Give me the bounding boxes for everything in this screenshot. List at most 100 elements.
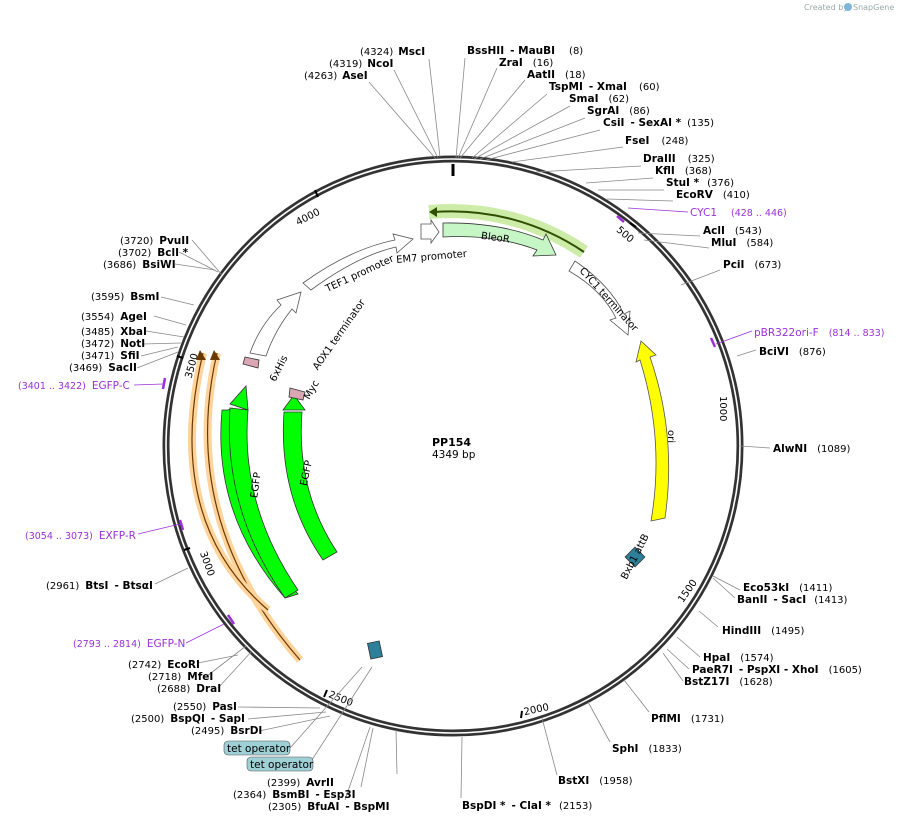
tet-operator-box-1[interactable] <box>223 740 291 756</box>
tet-operator-marker[interactable] <box>366 640 384 660</box>
cyc1-terminator-label: CYC1 terminator <box>577 266 641 335</box>
svg-text:4000: 4000 <box>294 207 322 228</box>
bxb1-attb-feature[interactable] <box>624 546 646 568</box>
enzyme-kflI[interactable]: KflI(368) <box>655 165 712 177</box>
enzyme-bclI[interactable]: (3702)BclI * <box>118 247 189 259</box>
enzyme-sgrAI[interactable]: SgrAI(86) <box>587 105 650 117</box>
primer-mark-exfp-r <box>178 519 185 531</box>
enzyme-pciI[interactable]: PciI(673) <box>723 259 781 271</box>
enzyme-pvuII[interactable]: (3720)PvuII <box>120 235 189 247</box>
credit-brand: SnapGene <box>853 3 894 12</box>
bleor-feature[interactable] <box>442 222 557 257</box>
svg-text:500: 500 <box>614 225 636 246</box>
enzyme-bsmBI[interactable]: (2364)BsmBI- Esp3I <box>233 789 356 801</box>
enzyme-bspDI[interactable]: BspDI *- ClaI *(2153) <box>462 800 592 812</box>
primer-exfp-r[interactable]: (3054 .. 3073)EXFP-R <box>25 530 136 542</box>
leader-lines <box>133 57 771 801</box>
enzyme-eco53kI[interactable]: Eco53kI(1411) <box>743 582 832 594</box>
bleor-label: BleoR <box>480 231 510 246</box>
enzyme-hpaI[interactable]: HpaI(1574) <box>703 652 774 664</box>
svg-text:3000: 3000 <box>197 550 216 578</box>
primer-mark-egfp-n <box>226 614 236 625</box>
enzyme-hindIII[interactable]: HindIII(1495) <box>722 625 804 637</box>
enzyme-pflMI[interactable]: PflMI(1731) <box>651 713 724 725</box>
enzyme-fseI[interactable]: FseI(248) <box>625 135 688 147</box>
primer-cyc1[interactable]: CYC1(428 .. 446) <box>690 207 787 219</box>
tef1-promoter-feature[interactable] <box>302 233 414 291</box>
enzyme-avrII[interactable]: (2399)AvrII <box>267 777 334 789</box>
enzyme-draIII[interactable]: DraIII(325) <box>643 153 715 165</box>
ori-label: ori <box>665 430 676 443</box>
enzyme-smaI[interactable]: SmaI(62) <box>569 93 629 105</box>
bleor-strand-line <box>433 210 585 253</box>
6xhis-feature[interactable] <box>242 356 260 369</box>
enzyme-bciVI[interactable]: BciVI(876) <box>759 346 826 358</box>
tet-operator-label-2: tet operator <box>250 759 314 771</box>
enzyme-sphI[interactable]: SphI(1833) <box>612 743 682 755</box>
primer-egfp-c[interactable]: (3401 .. 3422)EGFP-C <box>18 380 130 392</box>
6xhis-label: 6xHis <box>268 354 290 384</box>
myc-label: Myc <box>302 379 322 402</box>
enzyme-bsmI[interactable]: (3595)BsmI <box>91 291 159 303</box>
aox1-terminator-feature[interactable] <box>249 291 302 357</box>
enzyme-banII[interactable]: BanII- SacI(1413) <box>737 594 848 606</box>
enzyme-bspQI[interactable]: (2500)BspQI- SapI <box>131 713 245 725</box>
bleor-strand-arrow <box>429 207 437 217</box>
enzyme-bstXI[interactable]: BstXI(1958) <box>558 775 633 787</box>
enzyme-draI[interactable]: (2688)DraI <box>157 683 221 695</box>
enzyme-aatII[interactable]: AatII(18) <box>527 69 586 81</box>
enzyme-bsiWI[interactable]: (3686)BsiWI <box>103 259 176 271</box>
tet-operator-label-1: tet operator <box>227 743 291 755</box>
enzyme-csiI[interactable]: CsiI- SexAI *(135) <box>603 117 714 129</box>
enzyme-paeR7I[interactable]: PaeR7I- PspXI - XhoI(1605) <box>692 664 862 676</box>
egfp-label-1: EGFP <box>249 472 263 499</box>
cyc1-terminator-feature[interactable] <box>568 260 631 336</box>
enzyme-aseI[interactable]: (4263)AseI <box>304 70 368 82</box>
egfp-arrowhead-2 <box>282 394 306 411</box>
myc-feature[interactable] <box>288 387 306 401</box>
enzyme-stuI[interactable]: StuI *(376) <box>666 177 734 189</box>
egfp-label-2: EGFP <box>299 459 315 487</box>
primer-egfp-n[interactable]: (2793 .. 2814)EGFP-N <box>73 638 185 650</box>
svg-text:2000: 2000 <box>523 702 550 718</box>
ori-feature[interactable] <box>635 340 670 522</box>
enzyme-zraI[interactable]: ZraI(16) <box>499 57 553 69</box>
enzyme-sacII[interactable]: (3469)SacII <box>69 362 137 374</box>
enzyme-xbaI[interactable]: (3485)XbaI <box>81 326 147 338</box>
plasmid-length: 4349 bp <box>432 449 476 461</box>
enzyme-mluI[interactable]: MluI(584) <box>711 237 773 249</box>
primer-mark-cyc1 <box>616 215 625 223</box>
enzyme-mfeI[interactable]: (2718)MfeI <box>148 671 213 683</box>
primer-pbr322ori-f[interactable]: pBR322ori-F(814 .. 833) <box>754 327 884 339</box>
enzyme-mscI[interactable]: (4324)MscI <box>360 46 425 58</box>
svg-text:1000: 1000 <box>717 396 728 421</box>
em7-promoter-feature[interactable] <box>420 218 440 245</box>
enzyme-sfiI[interactable]: (3471)SfiI <box>81 350 140 362</box>
plasmid-name: PP154 <box>432 436 471 449</box>
enzyme-bstZ17I[interactable]: BstZ17I(1628) <box>684 676 773 688</box>
tet-operator-box-2[interactable] <box>246 756 314 772</box>
enzyme-bsshII[interactable]: BssHII- MauBI(8) <box>467 45 583 57</box>
snapgene-logo-icon <box>844 3 852 11</box>
enzyme-bfuAI[interactable]: (2305)BfuAI- BspMI <box>268 801 390 813</box>
enzyme-ageI[interactable]: (3554)AgeI <box>81 311 147 323</box>
em7-promoter-label: EM7 promoter <box>396 249 468 266</box>
egfp-body-1 <box>228 407 299 599</box>
credit-text: Created by <box>804 3 848 12</box>
enzyme-notI[interactable]: (3472)NotI <box>81 338 145 350</box>
enzyme-ncoI[interactable]: (4319)NcoI <box>329 58 393 70</box>
enzyme-pasI[interactable]: (2550)PasI <box>173 701 237 713</box>
enzyme-alwNI[interactable]: AlwNI(1089) <box>773 443 850 455</box>
enzyme-tspMI[interactable]: TspMI- XmaI(60) <box>549 81 660 93</box>
tick-1000: 1000 <box>717 396 728 421</box>
enzyme-bsrDI[interactable]: (2495)BsrDI <box>191 725 262 737</box>
enzyme-aclI[interactable]: AclI(543) <box>703 225 762 237</box>
orange-track-2-line <box>191 352 269 611</box>
bxb1-attb-label: Bxb1 attB <box>619 532 651 581</box>
orange-track-1-line <box>207 352 301 661</box>
egfp-feature-2[interactable] <box>282 411 338 561</box>
enzyme-btsI[interactable]: (2961)BtsI- BtsαI <box>46 580 153 592</box>
enzyme-ecoRV[interactable]: EcoRV(410) <box>676 189 750 201</box>
enzyme-ecoRI[interactable]: (2742)EcoRI <box>128 659 200 671</box>
